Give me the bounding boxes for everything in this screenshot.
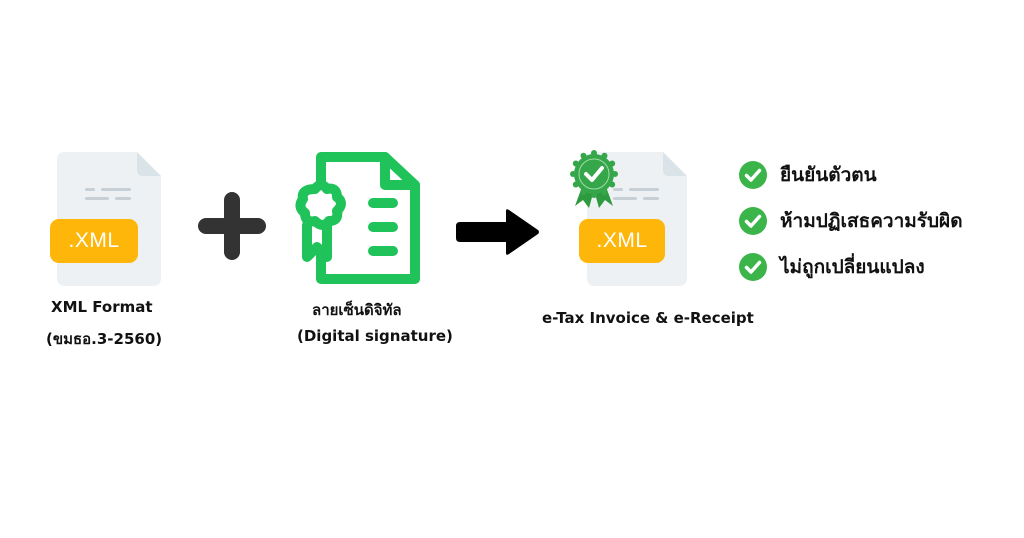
plus-icon [198,192,266,260]
benefit-item: ห้ามปฏิเสธความรับผิด [739,206,963,236]
arrow-right-icon [456,209,540,255]
verified-badge-icon [569,150,619,210]
check-circle-icon [739,207,767,235]
digital-certificate-icon [287,151,422,286]
check-circle-icon [739,161,767,189]
benefit-text: ยืนยันตัวตน [780,164,877,186]
benefit-text: ไม่ถูกเปลี่ยนแปลง [780,256,925,278]
etax-label: e-Tax Invoice & e-Receipt [542,309,754,327]
benefit-item: ไม่ถูกเปลี่ยนแปลง [739,252,925,282]
xml-standard-label: (ขมธอ.3-2560) [46,330,163,348]
xml-tag-text: .XML [596,229,648,252]
xml-tag-text: .XML [68,229,120,252]
benefit-item: ยืนยันตัวตน [739,160,877,190]
digital-signature-english-label: (Digital signature) [297,327,453,345]
xml-tag: .XML [50,219,138,263]
digital-signature-thai-label: ลายเซ็นดิจิทัล [312,301,402,319]
xml-tag: .XML [579,219,665,263]
benefit-text: ห้ามปฏิเสธความรับผิด [780,210,963,232]
xml-format-label: XML Format [51,298,153,316]
check-circle-icon [739,253,767,281]
